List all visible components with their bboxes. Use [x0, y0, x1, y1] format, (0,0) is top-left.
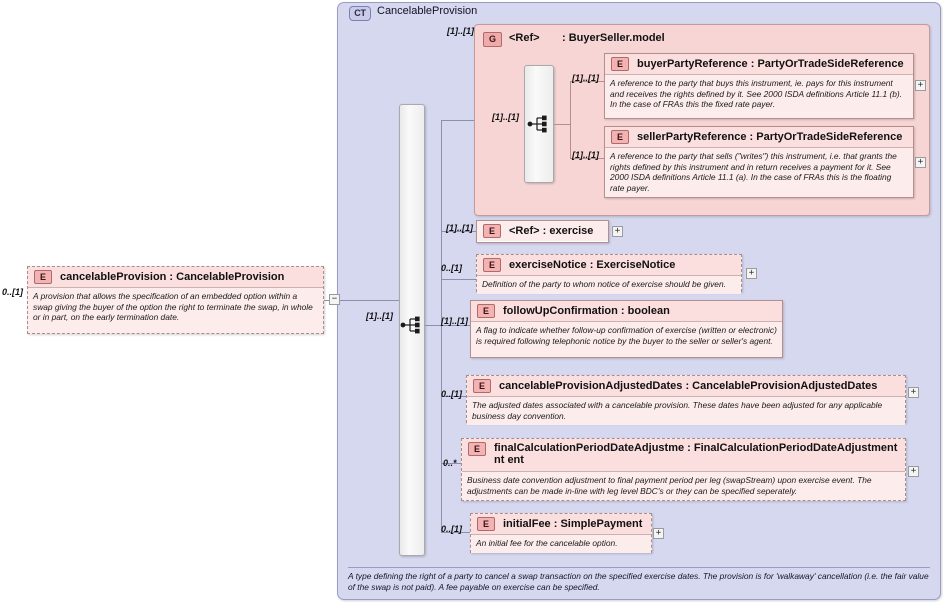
element-box-buyerpartyreference[interactable]: E buyerPartyReference : PartyOrTradeSide…: [604, 53, 914, 119]
element-header: E finalCalculationPeriodDateAdjustme : F…: [462, 439, 905, 471]
sequence-icon: [399, 315, 425, 340]
element-header: E <Ref> : exercise: [477, 221, 608, 241]
element-header: E followUpConfirmation : boolean: [471, 301, 782, 321]
element-name: initialFee : SimplePayment: [503, 518, 643, 530]
element-badge-icon: E: [468, 442, 486, 456]
element-documentation: The adjusted dates associated with a can…: [467, 396, 905, 425]
sequence-compositor-main[interactable]: [399, 104, 425, 556]
connector-line: [554, 124, 570, 125]
connector-line: [570, 81, 604, 82]
element-name: exerciseNotice : ExerciseNotice: [509, 259, 676, 271]
connector-line: [441, 231, 476, 232]
element-header: E initialFee : SimplePayment: [471, 514, 651, 534]
element-name: finalCalculationPeriodDateAdjustme : Fin…: [494, 442, 898, 466]
complextype-title: CancelableProvision: [377, 5, 478, 17]
connector-line: [441, 120, 474, 121]
connector-line: [441, 325, 470, 326]
element-box-cancelableprovision[interactable]: E cancelableProvision : CancelableProvis…: [27, 266, 324, 334]
element-cardinality: 0..[1]: [441, 389, 463, 399]
element-cardinality: [1]..[1]: [441, 316, 468, 326]
connector-line: [441, 463, 462, 464]
element-documentation: Business date convention adjustment to f…: [462, 471, 905, 500]
complextype-documentation: A type defining the right of a party to …: [348, 567, 930, 592]
element-header: E sellerPartyReference : PartyOrTradeSid…: [605, 127, 913, 147]
element-name: buyerPartyReference : PartyOrTradeSideRe…: [637, 58, 904, 70]
element-documentation: A reference to the party that sells ("wr…: [605, 147, 913, 197]
element-badge-icon: E: [611, 130, 629, 144]
expand-button[interactable]: +: [915, 157, 926, 168]
element-name: sellerPartyReference : PartyOrTradeSideR…: [637, 131, 903, 143]
element-documentation: Definition of the party to whom notice o…: [477, 275, 741, 294]
element-box-exercise-ref[interactable]: E <Ref> : exercise: [476, 220, 609, 243]
element-cardinality: 0..[1]: [441, 263, 463, 273]
expand-button[interactable]: +: [915, 80, 926, 91]
element-box-cancelableprovisionadjusteddates[interactable]: E cancelableProvisionAdjustedDates : Can…: [466, 375, 906, 425]
expand-button[interactable]: +: [612, 226, 623, 237]
expand-button[interactable]: +: [746, 268, 757, 279]
element-box-initialfee[interactable]: E initialFee : SimplePayment An initial …: [470, 513, 652, 553]
expand-button[interactable]: +: [653, 528, 664, 539]
element-cardinality: [1]..[1]: [572, 150, 599, 160]
connector-line: [425, 325, 441, 326]
element-cardinality: [1]..[1]: [572, 73, 599, 83]
sequence-icon: [526, 114, 552, 139]
element-badge-icon: E: [611, 57, 629, 71]
element-badge-icon: E: [477, 517, 495, 531]
element-cardinality: [1]..[1]: [446, 223, 473, 233]
connector-line: [441, 279, 476, 280]
complextype-badge-icon: CT: [349, 6, 371, 21]
connector-line: [570, 158, 604, 159]
group-badge-icon: G: [483, 32, 502, 47]
connector-line: [441, 532, 470, 533]
connector-line: [324, 300, 329, 301]
group-cardinality: [1]..[1]: [447, 26, 474, 36]
element-name: <Ref> : exercise: [509, 225, 594, 237]
connector-trunk: [570, 81, 571, 158]
connector-line: [441, 396, 466, 397]
element-documentation: A flag to indicate whether follow-up con…: [471, 321, 782, 350]
element-header: E cancelableProvisionAdjustedDates : Can…: [467, 376, 905, 396]
element-header: E cancelableProvision : CancelableProvis…: [28, 267, 323, 287]
element-header: E buyerPartyReference : PartyOrTradeSide…: [605, 54, 913, 74]
element-name: cancelableProvision : CancelableProvisio…: [60, 271, 285, 283]
element-box-followupconfirmation[interactable]: E followUpConfirmation : boolean A flag …: [470, 300, 783, 358]
collapse-toggle-button[interactable]: −: [329, 294, 340, 305]
expand-button[interactable]: +: [908, 466, 919, 477]
element-documentation: An initial fee for the cancelable option…: [471, 534, 651, 553]
connector-trunk: [441, 120, 442, 532]
element-documentation: A reference to the party that buys this …: [605, 74, 913, 114]
group-type-label: : BuyerSeller.model: [562, 32, 665, 44]
element-name: followUpConfirmation : boolean: [503, 305, 670, 317]
element-box-finalcalculationperioddateadjustment[interactable]: E finalCalculationPeriodDateAdjustme : F…: [461, 438, 906, 501]
element-badge-icon: E: [477, 304, 495, 318]
element-name: cancelableProvisionAdjustedDates : Cance…: [499, 380, 878, 392]
connector-line: [340, 300, 399, 301]
element-box-exercisenotice[interactable]: E exerciseNotice : ExerciseNotice Defini…: [476, 254, 742, 294]
group-ref-label: <Ref>: [509, 32, 540, 44]
element-header: E exerciseNotice : ExerciseNotice: [477, 255, 741, 275]
group-sequence-cardinality: [1]..[1]: [492, 112, 519, 122]
element-documentation: A provision that allows the specificatio…: [28, 287, 323, 327]
element-cardinality: 0..[1]: [441, 524, 463, 534]
element-badge-icon: E: [483, 258, 501, 272]
element-box-sellerpartyreference[interactable]: E sellerPartyReference : PartyOrTradeSid…: [604, 126, 914, 198]
sequence-cardinality: [1]..[1]: [366, 311, 393, 321]
element-badge-icon: E: [34, 270, 52, 284]
element-cardinality: 0..*: [443, 458, 457, 468]
element-badge-icon: E: [483, 224, 501, 238]
element-badge-icon: E: [473, 379, 491, 393]
expand-button[interactable]: +: [908, 387, 919, 398]
root-element-cardinality: 0..[1]: [2, 287, 24, 297]
